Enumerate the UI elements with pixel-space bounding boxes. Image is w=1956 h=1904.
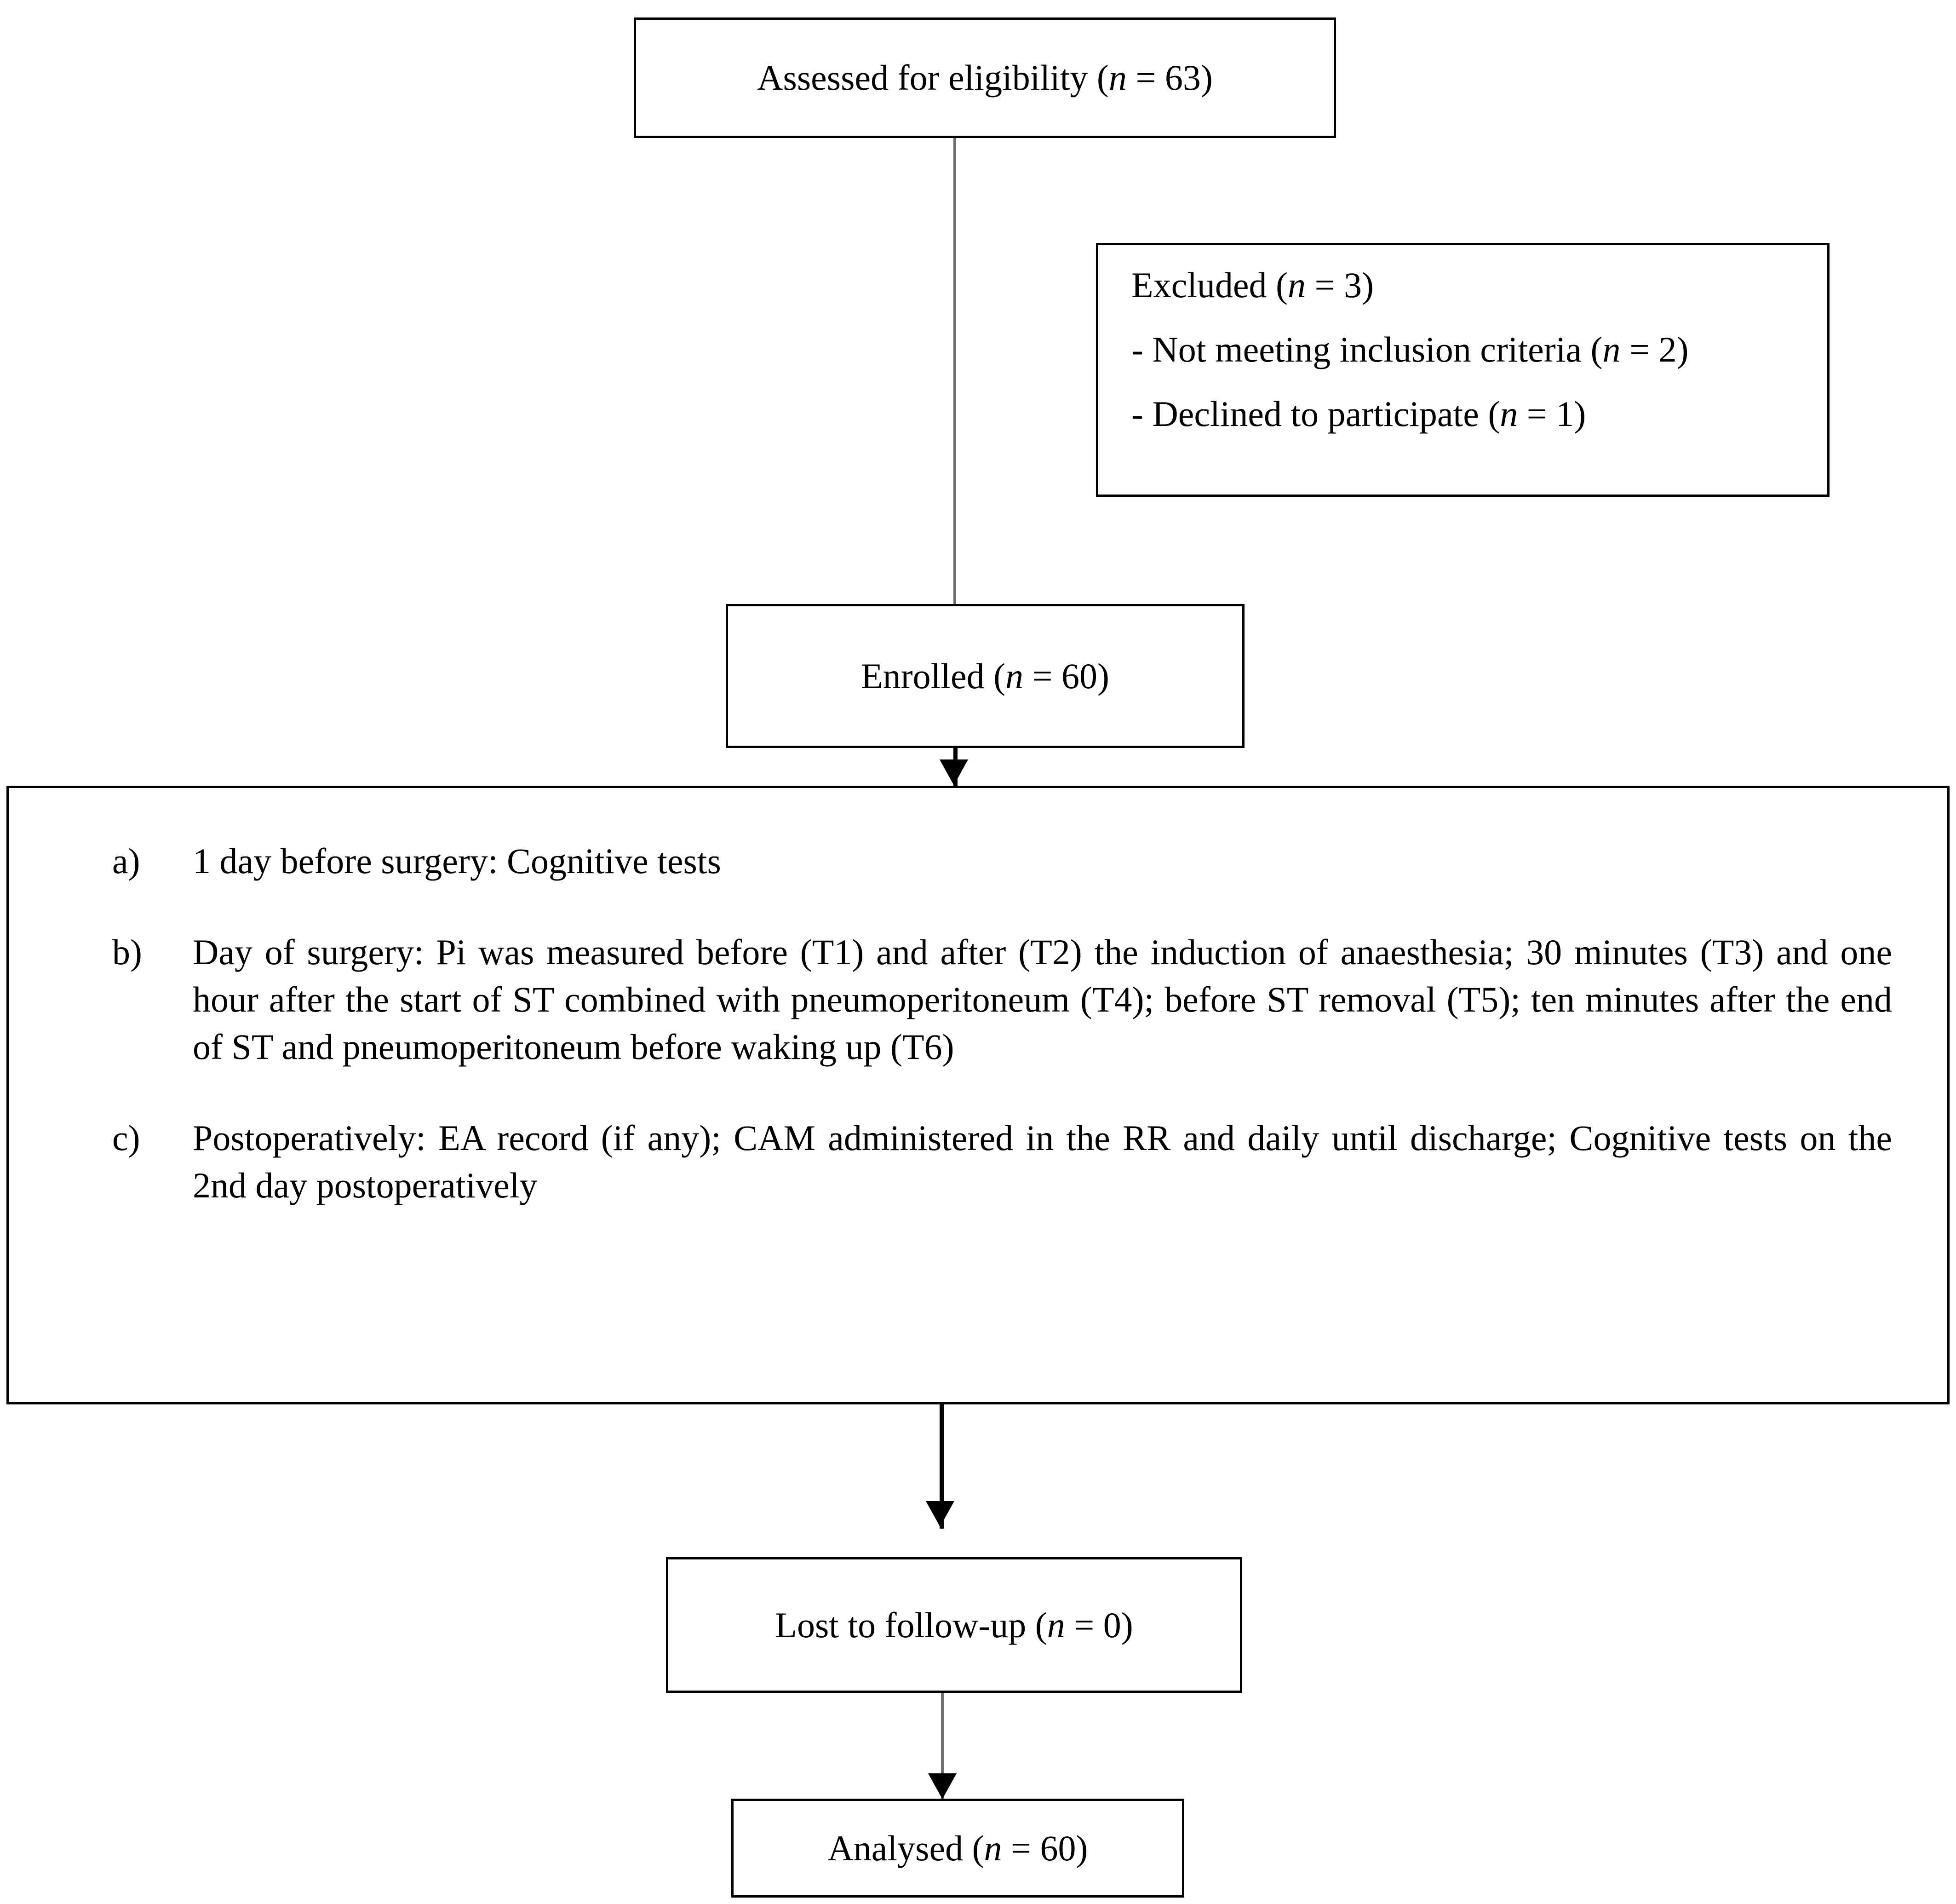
procedure-item-a-marker: a) — [112, 841, 140, 881]
node-excluded: Excluded (n = 3) - Not meeting inclusion… — [1096, 243, 1830, 497]
arrowhead-down-icon-lost-to-analysed — [928, 1773, 957, 1799]
enrolled-prefix: Enrolled ( — [860, 656, 1006, 696]
node-procedure-timeline: a) 1 day before surgery: Cognitive tests… — [6, 786, 1950, 1404]
procedure-item-b-text: Day of surgery: Pi was measured before (… — [193, 932, 1892, 1067]
excluded-line-declined: - Declined to participate (n = 1) — [1131, 396, 1827, 432]
node-lost-label: Lost to follow-up (n = 0) — [775, 1603, 1133, 1648]
excluded-total-prefix: Excluded ( — [1131, 265, 1288, 305]
procedure-item-c-text: Postoperatively: EA record (if any); CAM… — [193, 1117, 1892, 1205]
excluded-declined-prefix: - Declined to participate ( — [1131, 394, 1500, 434]
enrolled-n-symbol: n — [1005, 656, 1024, 696]
procedure-item-c-marker: c) — [112, 1117, 140, 1158]
excluded-line-total: Excluded (n = 3) — [1131, 267, 1827, 303]
procedure-item-b-marker: b) — [112, 932, 142, 972]
lost-prefix: Lost to follow-up ( — [775, 1605, 1047, 1645]
node-analysed-label: Analysed (n = 60) — [827, 1826, 1088, 1871]
analysed-suffix: = 60) — [1002, 1828, 1088, 1868]
node-assessed-for-eligibility: Assessed for eligibility (n = 63) — [634, 17, 1336, 138]
lost-suffix: = 0) — [1065, 1605, 1133, 1645]
analysed-prefix: Analysed ( — [827, 1828, 984, 1868]
procedure-item-a-text: 1 day before surgery: Cognitive tests — [193, 841, 721, 881]
connector-lost-to-analysed — [941, 1693, 944, 1801]
node-enrolled-label: Enrolled (n = 60) — [861, 654, 1109, 699]
assessed-prefix: Assessed for eligibility ( — [757, 58, 1109, 98]
excluded-declined-suffix: = 1) — [1518, 394, 1586, 434]
excluded-criteria-suffix: = 2) — [1620, 329, 1689, 369]
excluded-criteria-n-symbol: n — [1602, 329, 1621, 369]
enrolled-suffix: = 60) — [1023, 656, 1110, 696]
node-assessed-label: Assessed for eligibility (n = 63) — [757, 55, 1213, 100]
procedure-item-b: b) Day of surgery: Pi was measured befor… — [112, 929, 1892, 1071]
excluded-line-criteria: - Not meeting inclusion criteria (n = 2) — [1131, 332, 1827, 368]
connector-assessed-to-enrolled — [953, 138, 956, 605]
excluded-total-suffix: = 3) — [1306, 265, 1374, 305]
arrowhead-down-icon-enrolled-to-procedure — [940, 759, 968, 785]
excluded-declined-n-symbol: n — [1500, 394, 1518, 434]
connector-procedure-to-lost — [940, 1404, 944, 1529]
node-analysed: Analysed (n = 60) — [731, 1799, 1184, 1898]
procedure-item-c: c) Postoperatively: EA record (if any); … — [112, 1115, 1892, 1209]
procedure-list: a) 1 day before surgery: Cognitive tests… — [112, 838, 1892, 1209]
lost-n-symbol: n — [1047, 1605, 1065, 1645]
node-lost-to-follow-up: Lost to follow-up (n = 0) — [666, 1557, 1242, 1693]
analysed-n-symbol: n — [984, 1828, 1002, 1868]
arrowhead-down-icon-procedure-to-lost — [926, 1501, 954, 1527]
assessed-n-symbol: n — [1108, 58, 1127, 98]
assessed-suffix: = 63) — [1126, 58, 1213, 98]
excluded-total-n-symbol: n — [1288, 265, 1306, 305]
excluded-criteria-prefix: - Not meeting inclusion criteria ( — [1131, 329, 1603, 369]
node-enrolled: Enrolled (n = 60) — [726, 604, 1245, 748]
procedure-item-a: a) 1 day before surgery: Cognitive tests — [112, 838, 1892, 885]
